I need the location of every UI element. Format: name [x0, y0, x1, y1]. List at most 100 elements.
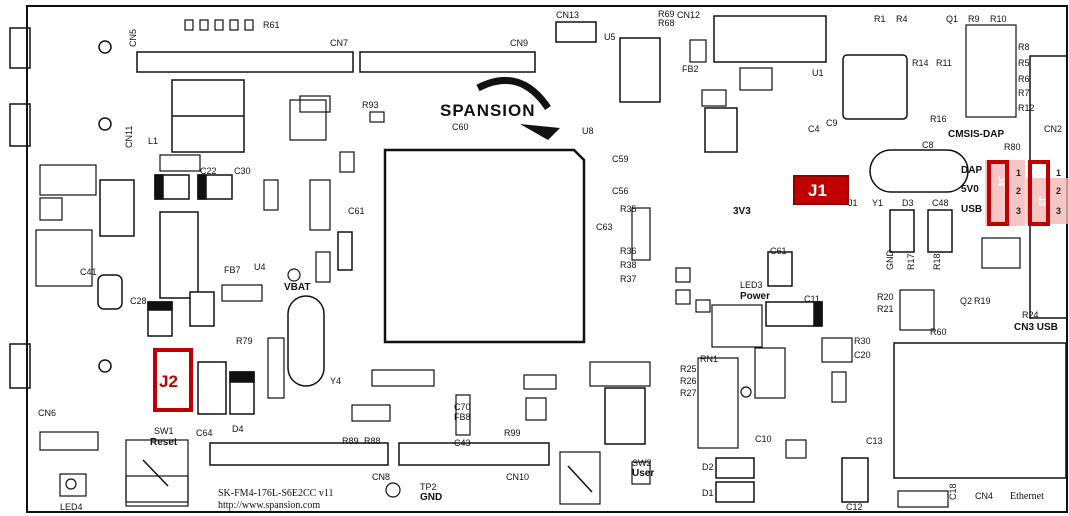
ic-u4: [159, 211, 199, 299]
header-cn9: [359, 51, 536, 73]
label-c12: C12: [846, 502, 863, 512]
label-r24: R24: [1022, 310, 1039, 320]
label-r12: R12: [1018, 103, 1035, 113]
label-model-line: SK-FM4-176L-S6E2CC v11: [218, 488, 333, 499]
label-r14: R14: [912, 58, 929, 68]
label-cn12: CN12: [677, 10, 700, 20]
label-r25: R25: [680, 364, 697, 374]
crystal-y1: [869, 149, 969, 193]
jumper-j4[interactable]: [987, 160, 1009, 226]
callout-j1-label: J1: [808, 181, 827, 200]
label-r9: R9: [968, 14, 980, 24]
label-cn9: CN9: [510, 38, 528, 48]
label-r10: R10: [990, 14, 1007, 24]
label-r30: R30: [854, 336, 871, 346]
header-cn10: [398, 442, 550, 466]
label-r1: R1: [874, 14, 886, 24]
label-r68: R68: [658, 18, 675, 28]
label-r20: R20: [877, 292, 894, 302]
label-r36: R36: [620, 246, 637, 256]
label-d2: D2: [702, 462, 714, 472]
label-cn10: CN10: [506, 472, 529, 482]
label-vbat: VBAT: [284, 282, 310, 293]
label-tp2: TP2: [420, 482, 437, 492]
crystal-y5: [337, 231, 353, 271]
label-r89: R89: [342, 436, 359, 446]
j3-pin-1: 1: [1056, 168, 1061, 178]
label-r37: R37: [620, 274, 637, 284]
j4-pin-1: 1: [1016, 168, 1021, 178]
round-pads: [65, 268, 752, 498]
label-c63: C63: [596, 222, 613, 232]
label-c30: C30: [234, 166, 251, 176]
label-3v3: 3V3: [733, 206, 751, 217]
left-connectors: [9, 27, 112, 389]
label-y4: Y4: [330, 376, 341, 386]
header-cn12: [713, 15, 827, 63]
label-c61: C61: [348, 206, 365, 216]
ic-u9: [704, 107, 738, 153]
label-c13: C13: [866, 436, 883, 446]
label-tp2-desc: GND: [420, 492, 442, 503]
label-url: http://www.spansion.com: [218, 500, 320, 511]
label-r7: R7: [1018, 88, 1030, 98]
label-c59: C59: [612, 154, 629, 164]
label-c60: C60: [452, 122, 469, 132]
ic-ethernet-magnetics: [893, 342, 1067, 479]
label-sw2: SW2: [632, 458, 652, 468]
label-u8: U8: [582, 126, 594, 136]
header-strips: [136, 15, 827, 466]
label-cn13: CN13: [556, 10, 579, 20]
label-cn5: CN5: [128, 29, 138, 47]
callout-j2-frame[interactable]: [153, 348, 193, 412]
j3-pin-2: 2: [1056, 186, 1061, 196]
label-r69: R69: [658, 9, 675, 19]
j3-pin-3: 3: [1056, 206, 1061, 216]
label-cn11: CN11: [124, 126, 134, 148]
label-c18: C18: [948, 483, 958, 500]
label-r99: R99: [504, 428, 521, 438]
spansion-logo: SPANSION: [440, 77, 560, 140]
j4-pin-2: 2: [1016, 186, 1021, 196]
label-fb2: FB2: [682, 64, 699, 74]
label-r8: R8: [1018, 42, 1030, 52]
label-cn2: CN2: [1044, 124, 1062, 134]
label-q1: Q1: [946, 14, 958, 24]
j4-label: J4: [996, 176, 1006, 186]
ic-u1: [842, 54, 908, 120]
label-led3-desc: Power: [740, 291, 770, 302]
label-cmsis-dap: CMSIS-DAP: [948, 129, 1004, 140]
ic-u5: [619, 37, 661, 103]
label-y1: Y1: [872, 198, 883, 208]
svg-text:SPANSION: SPANSION: [440, 101, 536, 120]
label-c11: C11: [804, 294, 820, 304]
label-u5: U5: [604, 32, 616, 42]
label-q2: Q2: [960, 296, 972, 306]
label-c20: C20: [854, 350, 871, 360]
label-dap: DAP: [961, 165, 982, 176]
tantalum-capacitors: [99, 174, 953, 503]
label-j1-silk: J1: [848, 198, 858, 208]
label-cn3: CN3 USB: [1014, 322, 1058, 333]
label-c48: C48: [932, 198, 949, 208]
callout-j2-label: J2: [159, 372, 178, 391]
label-c9: C9: [826, 118, 838, 128]
label-r4: R4: [896, 14, 908, 24]
label-r79: R79: [236, 336, 253, 346]
label-r18: R18: [932, 253, 942, 270]
label-led4: LED4: [60, 502, 83, 512]
label-r61: R61: [263, 20, 280, 30]
label-r27: R27: [680, 388, 697, 398]
j4-pin-3: 3: [1016, 206, 1021, 216]
label-r38: R38: [620, 260, 637, 270]
label-led3: LED3: [740, 280, 763, 290]
label-sw1-desc: Reset: [150, 437, 178, 448]
label-cn4-desc: Ethernet: [1010, 491, 1044, 502]
label-r80: R80: [1004, 142, 1021, 152]
label-r5: R5: [1018, 58, 1030, 68]
crystal-y4: [287, 295, 325, 387]
label-c8: C8: [922, 140, 934, 150]
callout-j1-box[interactable]: [793, 175, 849, 205]
jumper-j3[interactable]: [1028, 160, 1050, 226]
label-fb8: FB8: [454, 412, 471, 422]
